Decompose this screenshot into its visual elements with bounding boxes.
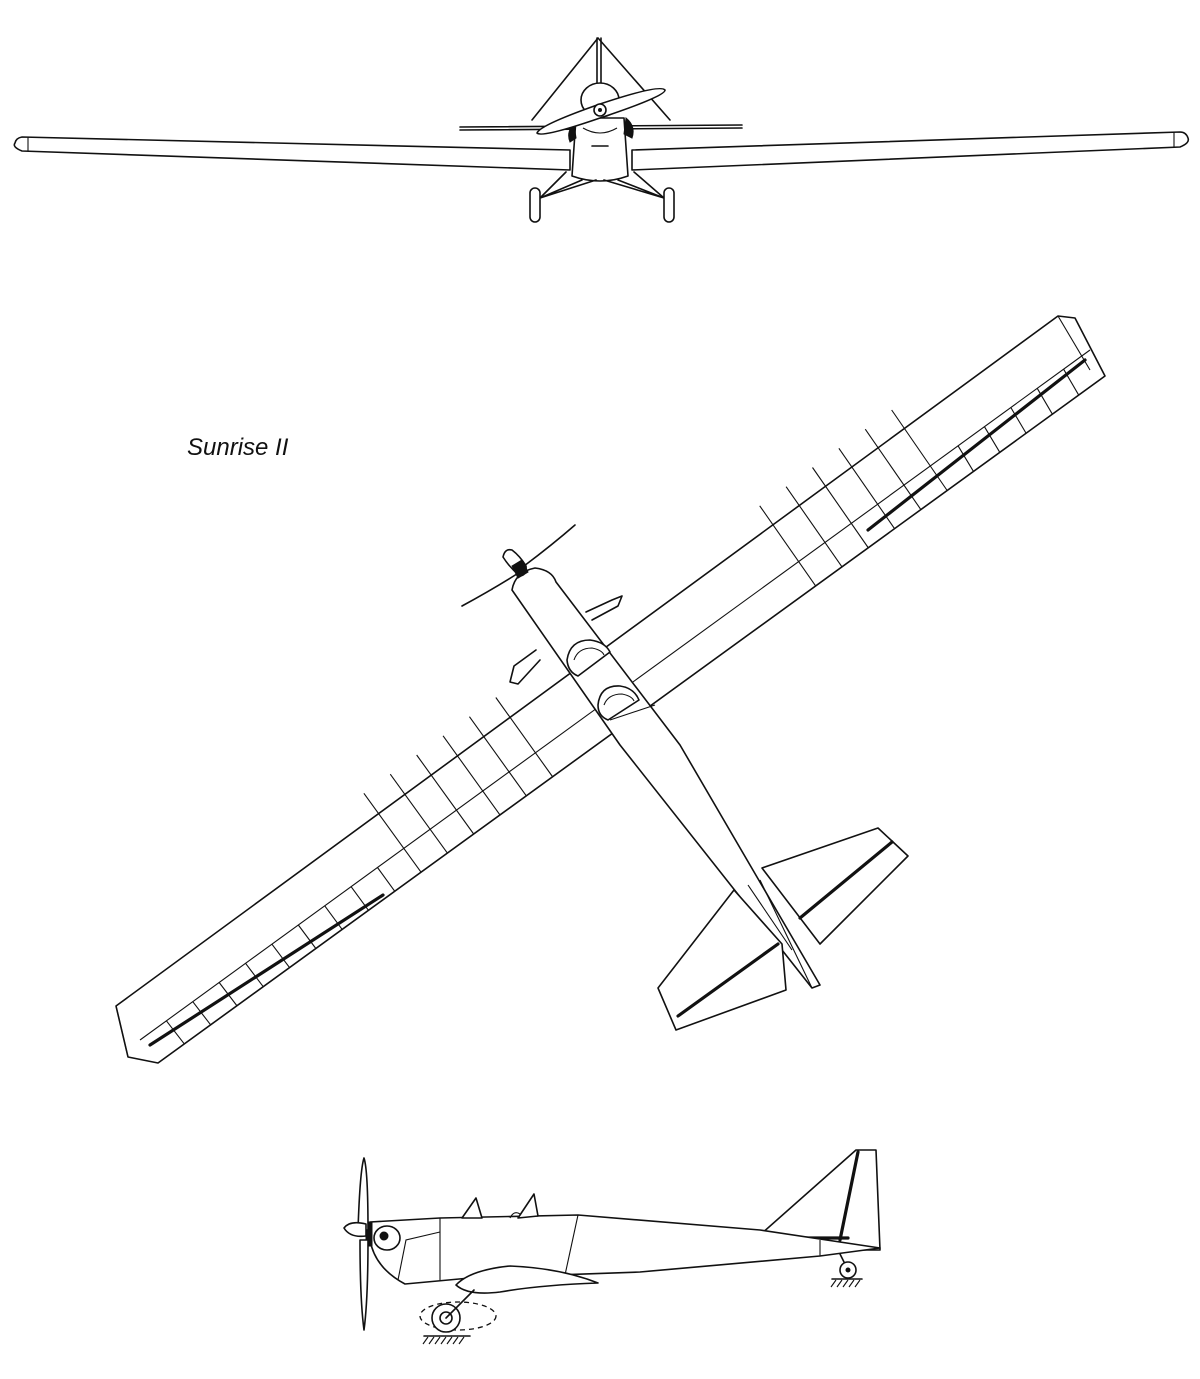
plan-view-cockpits [566,639,640,721]
side-view-wing-root [455,1265,599,1294]
aircraft-title: Sunrise II [187,434,289,461]
wing-rib [1010,407,1027,434]
front-view-wing [13,131,1190,171]
ground-hatch [446,1336,453,1345]
front-view-landing-gear [529,171,675,223]
side-view-tail-wheel-ground [830,1279,861,1288]
front-view-propeller [536,87,666,135]
wing-rib [468,716,527,797]
aileron-right [866,358,1087,532]
plan-view [115,315,1106,1064]
ground-hatch [428,1336,435,1345]
wing-rib [363,793,422,873]
aileron-left [148,893,385,1047]
wing-rib [271,943,290,968]
wing-rib [442,735,501,816]
wing-rib [245,963,264,987]
wing-rib [812,467,869,549]
ground-hatch [854,1279,861,1288]
wing-rib [165,1020,185,1045]
wing-rib [377,867,396,892]
plan-view-fuselage [511,567,821,989]
wing-rib [983,426,1001,453]
wing-rib [759,505,817,587]
side-view-propeller [343,1157,369,1331]
wing-rib [495,697,554,778]
wing-rib [416,754,475,835]
plan-view-tailplane [657,827,909,1031]
plan-view-landing-gear [509,595,623,685]
plan-view-propeller [461,524,576,607]
side-view-fuselage [369,1214,881,1285]
ground-hatch [452,1336,459,1345]
ground-hatch [434,1336,441,1345]
ground-hatch [848,1279,855,1288]
side-view-main-gear-ground [422,1336,465,1345]
wing-rib [1036,388,1053,415]
wing-rib [785,486,843,568]
ground-hatch [836,1279,843,1288]
ground-hatch [422,1336,429,1345]
wing-rib [957,445,974,472]
side-view-tail-wheel [830,1253,863,1288]
ground-hatch [830,1279,837,1288]
side-view-windshields [461,1193,539,1219]
wing-rib [324,905,343,930]
wing-rib [297,924,317,949]
side-view-main-gear [419,1289,497,1345]
plan-view-wing-ribs [165,368,1080,1045]
ground-hatch [842,1279,849,1288]
side-view [343,1149,881,1345]
ground-hatch [458,1336,465,1345]
ground-hatch [440,1336,447,1345]
front-view [13,37,1190,223]
wing-rib [389,773,448,854]
